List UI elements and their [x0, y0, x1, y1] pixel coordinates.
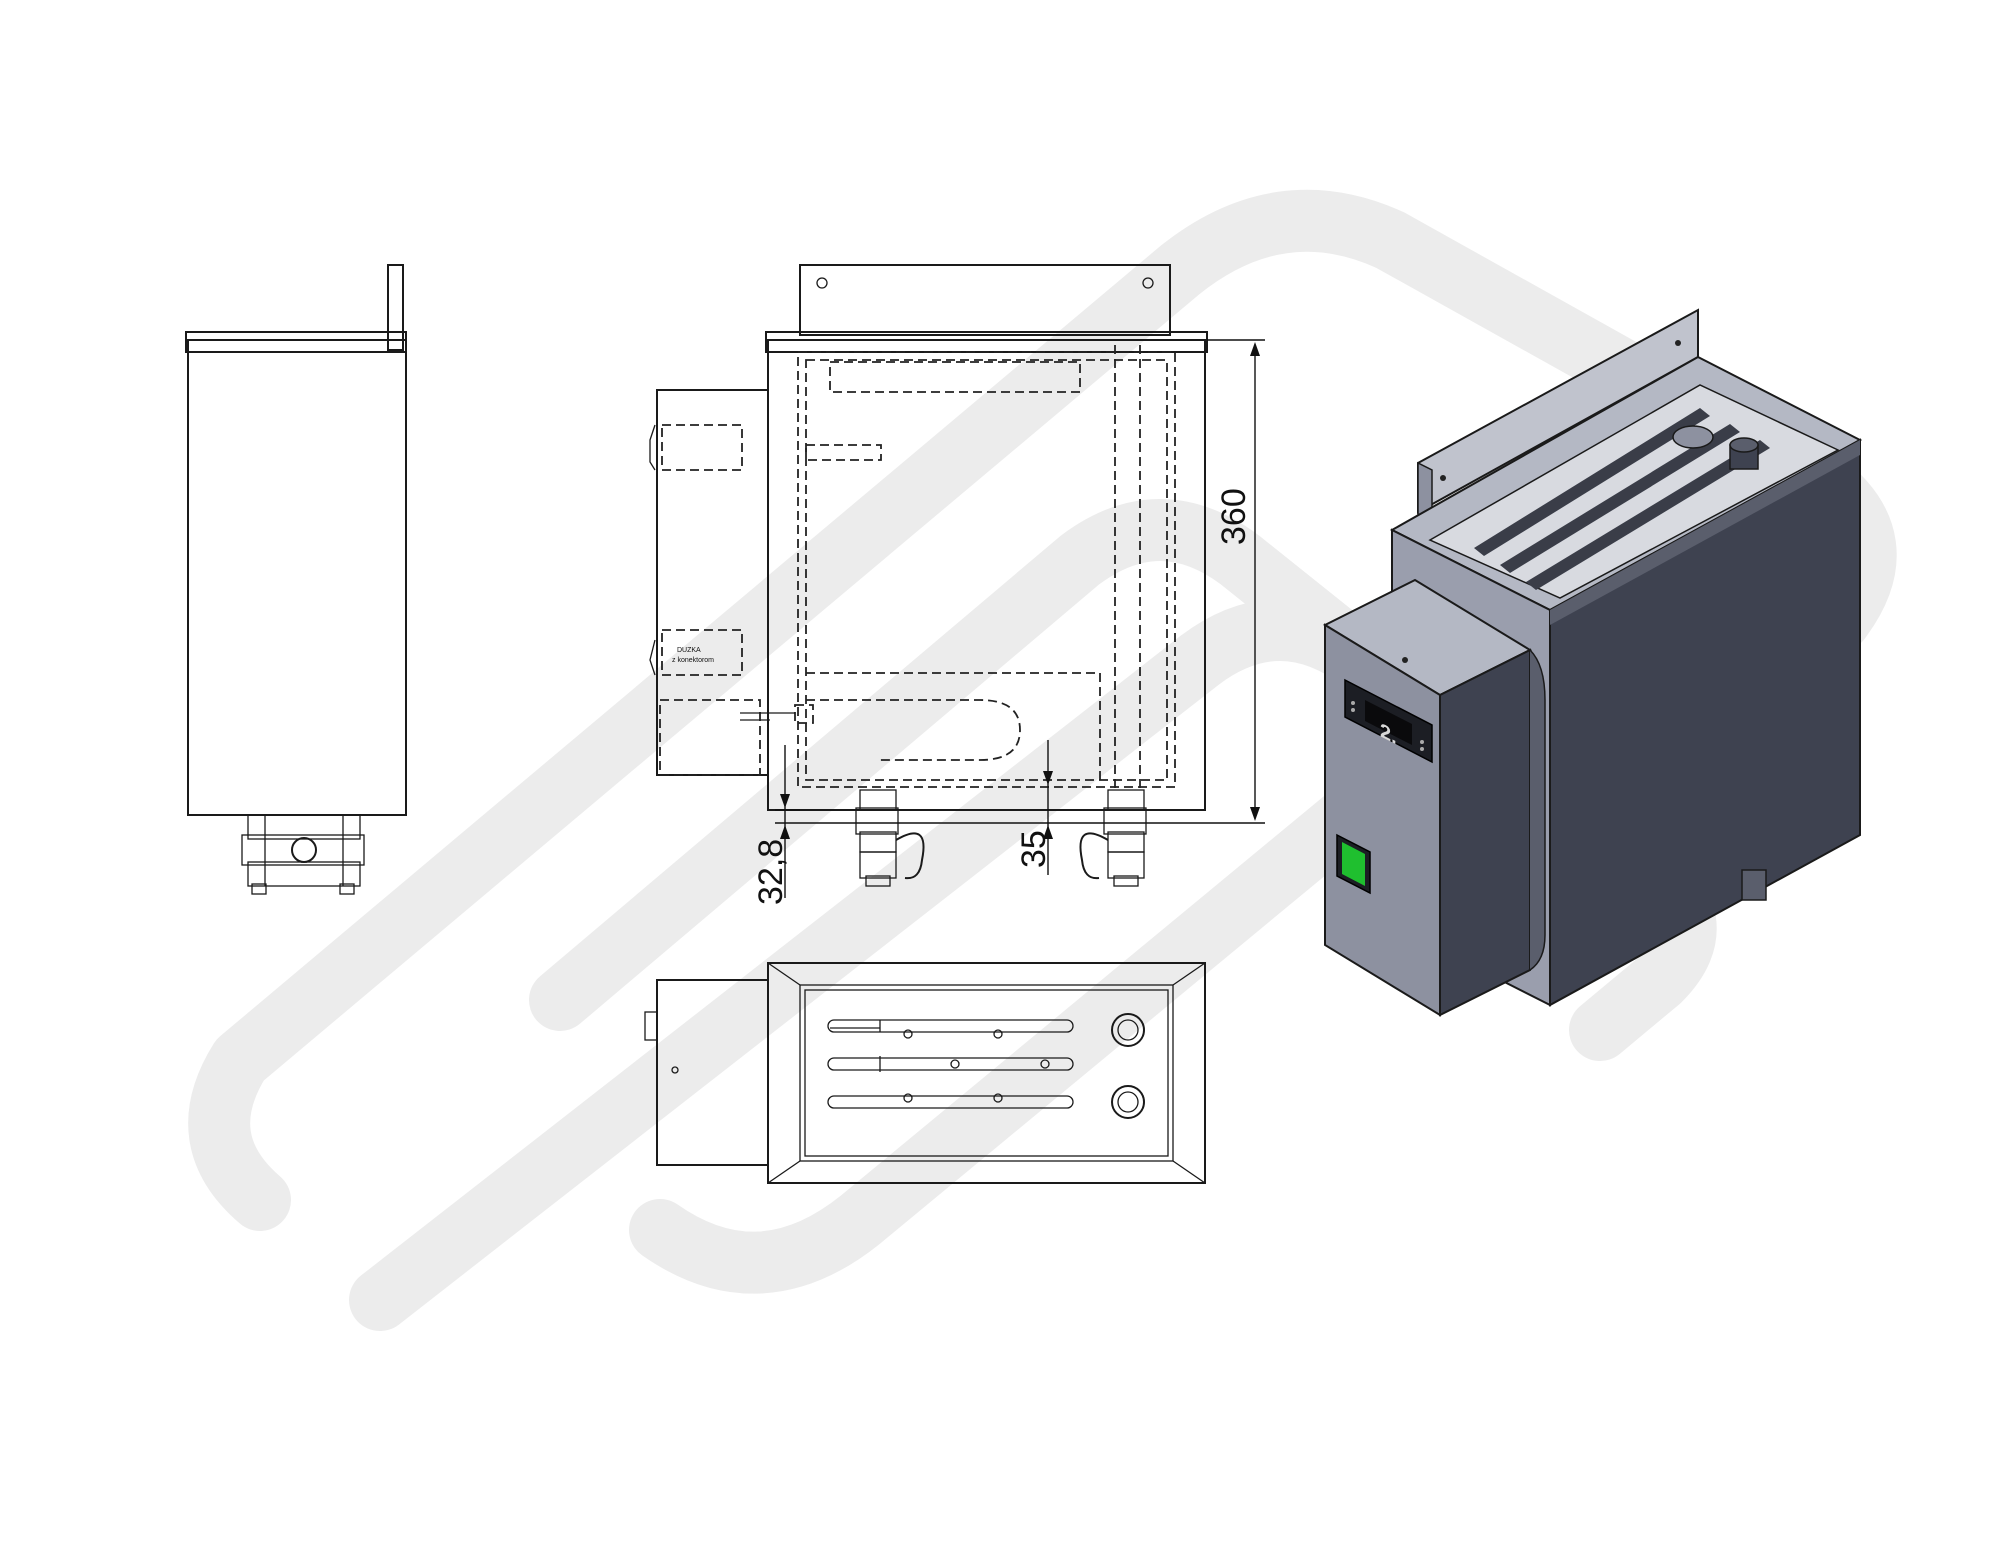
dimension-tube-offset: 35: [1015, 740, 1053, 875]
dimension-height: 360: [1207, 339, 1265, 824]
dimension-32-8-label: 32,8: [752, 839, 790, 905]
dimension-left-offset: 32,8: [752, 745, 1207, 905]
front-valve-right: [1079, 789, 1147, 887]
dimension-360-label: 360: [1215, 488, 1253, 545]
thermostat-panel: 2.: [1344, 678, 1433, 764]
side-valve: [241, 814, 365, 895]
dimension-35-label: 35: [1015, 830, 1053, 868]
isometric-view: 2.: [1322, 308, 1863, 1017]
side-view: [185, 264, 407, 895]
panel-label-line2: z konektorom: [672, 657, 714, 664]
thermostat-display: 2.: [1380, 718, 1397, 749]
top-view: [644, 962, 1206, 1184]
front-view: DUZKA z konektorom: [649, 264, 1265, 905]
front-valve-left: [855, 789, 925, 887]
panel-label-line1: DUZKA: [677, 647, 701, 654]
power-switch: [1336, 833, 1371, 895]
